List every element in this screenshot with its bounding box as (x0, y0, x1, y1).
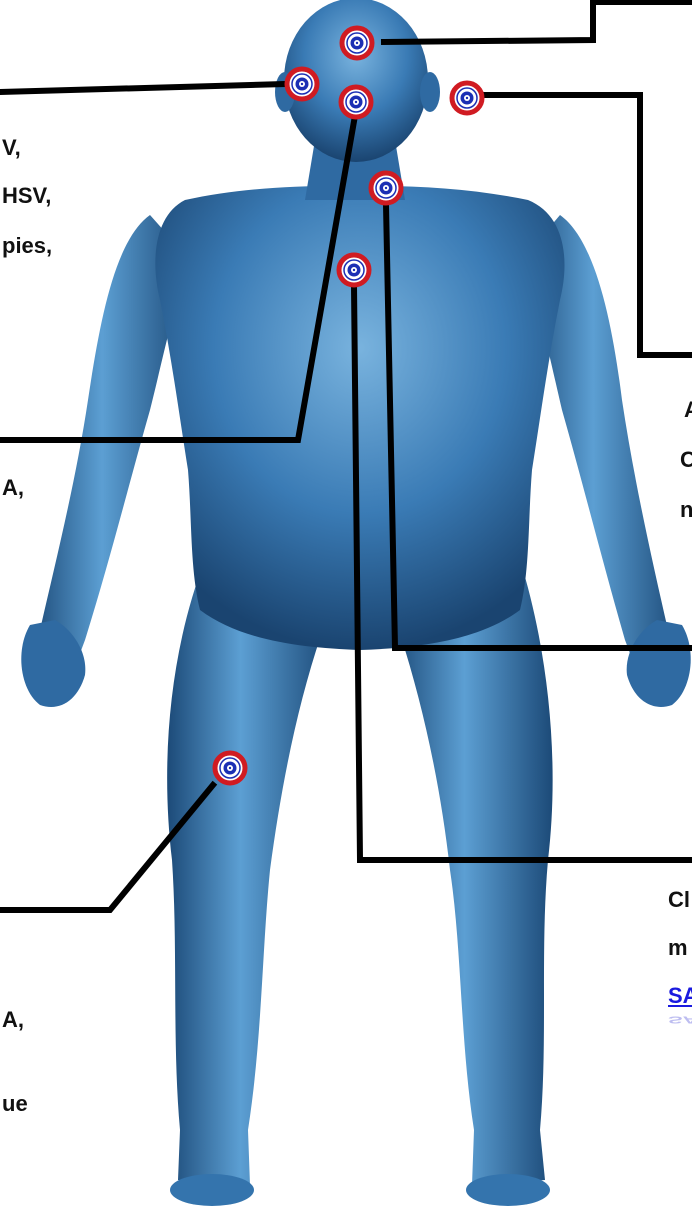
right-bottom-link[interactable]: SA (668, 982, 692, 1010)
leader-forehead (384, 2, 692, 42)
left-leg (167, 560, 330, 1185)
right-bottom-label-line2: m (668, 934, 688, 962)
right-mid-label-line1: A (684, 396, 692, 424)
left-label-line1: V, (2, 134, 21, 162)
left-bottom-label-line2: ue (2, 1090, 28, 1118)
left-label-line2: HSV, (2, 182, 51, 210)
target-marker-icon[interactable] (287, 69, 317, 99)
right-bottom-label-line1: Cl (668, 886, 690, 914)
right-leg (392, 560, 553, 1185)
target-marker-icon[interactable] (339, 255, 369, 285)
right-bottom-link-reflection: SA (668, 1013, 692, 1026)
target-marker-icon[interactable] (341, 87, 371, 117)
left-label-line3: pies, (2, 232, 52, 260)
target-marker-icon[interactable] (215, 753, 245, 783)
target-marker-icon[interactable] (371, 173, 401, 203)
left-bottom-label-line1: A, (2, 1006, 24, 1034)
right-ear (420, 72, 440, 112)
target-marker-icon[interactable] (342, 28, 372, 58)
leader-eye (0, 84, 286, 92)
right-foot (466, 1174, 550, 1206)
left-foot (170, 1174, 254, 1206)
target-marker-icon[interactable] (452, 83, 482, 113)
left-mid-label: A, (2, 474, 24, 502)
right-mid-label-line3: n (680, 496, 692, 524)
right-mid-label-line2: C (680, 446, 692, 474)
